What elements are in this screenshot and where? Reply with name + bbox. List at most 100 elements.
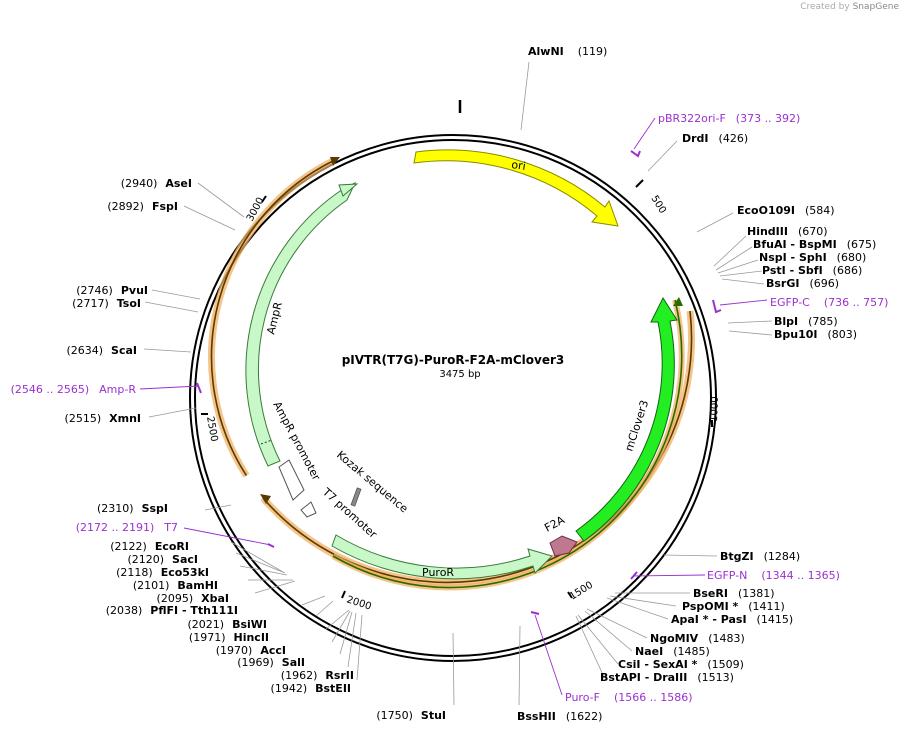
leader-ecoo109i bbox=[696, 212, 734, 233]
primer-mark-amp-r bbox=[196, 382, 202, 394]
leader-xbai bbox=[254, 580, 296, 594]
leader-sspi bbox=[204, 504, 232, 511]
site-rsrii: (1962)RsrII bbox=[281, 669, 354, 682]
site-bsshii: BssHII(1622) bbox=[517, 710, 602, 723]
leader-blpi bbox=[727, 320, 773, 324]
primer-leaders bbox=[139, 117, 768, 696]
site-pspomi: PspOMI *(1411) bbox=[682, 600, 785, 613]
leader-puro-f bbox=[534, 614, 563, 696]
kozak-feature bbox=[350, 487, 362, 507]
ampr-promoter-dash bbox=[260, 439, 273, 445]
leader-tsoi bbox=[144, 301, 199, 313]
ampr-feature-head bbox=[338, 183, 359, 197]
mclover-feature bbox=[575, 296, 678, 542]
green-orf-line bbox=[332, 299, 683, 589]
site-hindiii: HindIII(670) bbox=[747, 225, 828, 238]
leader-sali bbox=[339, 611, 353, 655]
site-drdi: DrdI(426) bbox=[682, 132, 748, 145]
t7-promoter-feature bbox=[300, 501, 317, 518]
primer-egfp-c: EGFP-C(736 .. 757) bbox=[770, 296, 888, 309]
puror-label: PuroR bbox=[422, 566, 454, 579]
site-eco53ki: (2118)Eco53kI bbox=[116, 566, 209, 579]
site-ecoo109i: EcoO109I(584) bbox=[737, 204, 835, 217]
leader-pflfi bbox=[301, 595, 326, 606]
f2a-label: F2A bbox=[542, 513, 567, 534]
tick-500 bbox=[635, 179, 644, 188]
tick-label-1500: 1500 bbox=[568, 580, 595, 603]
watermark-brand: SnapGene bbox=[852, 2, 899, 12]
leader-stui bbox=[452, 632, 455, 706]
puror-feature bbox=[331, 534, 553, 580]
leader-eco53ki bbox=[239, 565, 288, 576]
leader-csii bbox=[577, 614, 619, 665]
primer-mark-egfp-n bbox=[630, 571, 638, 580]
site-hincii: (1971)HincII bbox=[189, 631, 269, 644]
leader-hincii bbox=[325, 609, 350, 630]
leader-bpu10i bbox=[728, 330, 773, 336]
ori-label: ori bbox=[511, 158, 527, 173]
f2a-feature bbox=[549, 535, 578, 557]
site-blpi: BlpI(785) bbox=[774, 315, 838, 328]
leader-bstapi bbox=[575, 615, 605, 678]
primer-egfp-n: EGFP-N(1344 .. 1365) bbox=[707, 569, 840, 582]
primer-pbr322ori-f: pBR322ori-F(373 .. 392) bbox=[658, 112, 800, 125]
leader-egfp-n bbox=[633, 574, 706, 577]
site-xbai: (2095)XbaI bbox=[157, 592, 229, 605]
tick-label-2500: 2500 bbox=[204, 416, 219, 443]
site-ngomiv: NgoMIV(1483) bbox=[650, 632, 745, 645]
leader-psti bbox=[719, 270, 763, 277]
leader-naei bbox=[584, 610, 633, 652]
leader-fspi bbox=[183, 205, 236, 231]
leader-pvui bbox=[151, 289, 201, 300]
site-apai: ApaI * - PasI(1415) bbox=[671, 613, 793, 626]
ampr-orf-line bbox=[210, 159, 335, 477]
site-bpu10i: Bpu10I(803) bbox=[774, 328, 857, 341]
site-xmni: (2515)XmnI bbox=[65, 412, 141, 425]
primer-mark-puro-f bbox=[530, 611, 540, 615]
site-btgzi: BtgZI(1284) bbox=[720, 550, 800, 563]
site-sali: (1969)SalI bbox=[237, 656, 305, 669]
tick-marks: 500 1000 1500 2000 2500 3000 bbox=[201, 179, 721, 613]
tick-1500 bbox=[567, 591, 573, 599]
leader-amp-r bbox=[139, 385, 200, 390]
site-labels: AlwNI(119) DrdI(426) EcoO109I(584) HindI… bbox=[65, 45, 877, 723]
primer-t7: (2172 .. 2191)T7 bbox=[76, 521, 178, 534]
site-ecori: (2122)EcoRI bbox=[110, 540, 189, 553]
site-acci: (1970)AccI bbox=[216, 644, 286, 657]
site-sspi: (2310)SspI bbox=[97, 502, 168, 515]
plasmid-name: pIVTR(T7G)-PuroR-F2A-mClover3 bbox=[342, 353, 565, 367]
ampr-feature bbox=[245, 181, 357, 467]
site-fspi: (2892)FspI bbox=[107, 200, 178, 213]
site-bsiwi: (2021)BsiWI bbox=[187, 618, 267, 631]
leader-saci bbox=[235, 552, 286, 574]
puro-mclover-orf-arrow bbox=[260, 494, 271, 504]
site-bamhi: (2101)BamHI bbox=[133, 579, 218, 592]
ampr-promoter-feature bbox=[278, 459, 305, 501]
tick-label-2000: 2000 bbox=[345, 594, 373, 612]
site-scai: (2634)ScaI bbox=[66, 344, 137, 357]
ampr-orf-arrow bbox=[330, 157, 340, 166]
watermark-prefix: Created by bbox=[800, 2, 850, 12]
leader-bsteii bbox=[356, 614, 363, 681]
primer-labels: pBR322ori-F(373 .. 392) EGFP-C(736 .. 75… bbox=[11, 112, 889, 704]
leader-bsrgi bbox=[721, 278, 765, 285]
site-bsrgi: BsrGI(696) bbox=[766, 277, 839, 290]
primer-amp-r: (2546 .. 2565)Amp-R bbox=[11, 383, 137, 396]
site-pvui: (2746)PvuI bbox=[76, 284, 148, 297]
leader-acci bbox=[331, 610, 351, 643]
snapgene-watermark: Created by SnapGene bbox=[800, 2, 899, 12]
tick-label-500: 500 bbox=[648, 194, 667, 216]
leader-drdi bbox=[647, 140, 678, 172]
primer-mark-egfp-c bbox=[712, 299, 722, 314]
green-orf-arrow bbox=[673, 297, 683, 306]
site-alwni: AlwNI(119) bbox=[528, 45, 607, 58]
site-nspi: NspI - SphI(680) bbox=[759, 251, 866, 264]
site-bsteii: (1942)BstEII bbox=[271, 682, 351, 695]
leader-xmni bbox=[148, 407, 197, 418]
leader-t7 bbox=[183, 527, 272, 546]
tick-3000 bbox=[261, 195, 267, 203]
leader-ecori bbox=[230, 541, 284, 573]
leader-btgzi bbox=[663, 554, 718, 557]
primer-marks bbox=[196, 150, 722, 615]
